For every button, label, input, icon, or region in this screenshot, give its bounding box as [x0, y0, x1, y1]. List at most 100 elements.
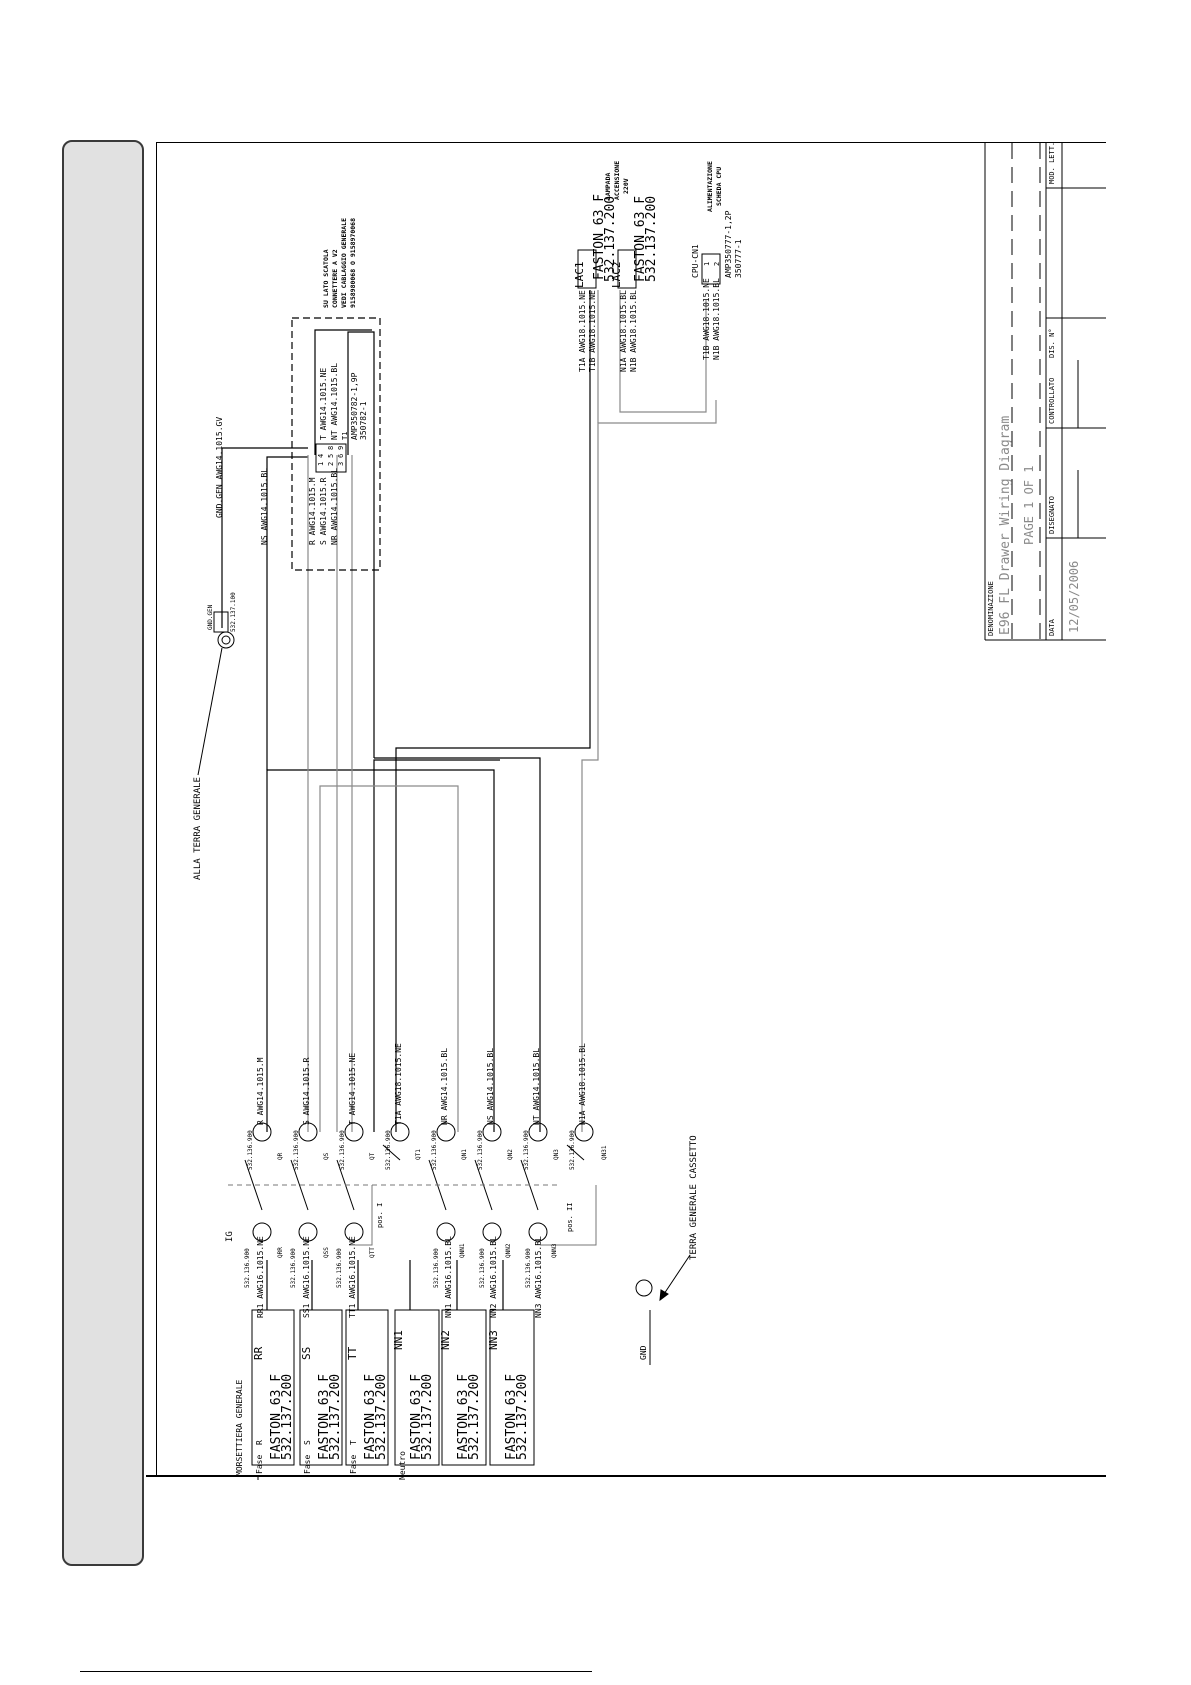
cpu-caption: ALIMENTAZIONE SCHEDA CPU	[706, 161, 723, 212]
terminal-to-switch-wires	[266, 1260, 504, 1310]
switch-tag: QNN3	[551, 1243, 558, 1258]
note-line: SU LATO SCATOLA	[322, 249, 330, 308]
terminal-model: FASTON 63 F	[504, 1374, 519, 1460]
cpu-tag: CPU-CN1	[691, 244, 700, 278]
switch-label: IG	[225, 1231, 235, 1242]
terminal-code: 532.137.200	[515, 1374, 530, 1460]
conn-wire-t: T AWG14.1015.NE	[319, 368, 328, 440]
switch-tag: QSS	[323, 1247, 330, 1258]
wire-label-n1a: N1A AWG18.1015.BL	[578, 1043, 587, 1125]
date-value: 12/05/2006	[1067, 561, 1081, 633]
conn-wire-s: S AWG14.1015.R	[319, 477, 328, 545]
caption-line: SCHEDA CPU	[715, 167, 723, 206]
switch-tag: QNN2	[505, 1243, 512, 1258]
general-ground-label: ALLA TERRA GENERALE	[193, 777, 203, 880]
ns-wire-label: NS AWG14.1015.BL	[260, 468, 269, 545]
wire-label-nr: NR AWG14.1015.BL	[440, 1048, 449, 1125]
cpu-wire-n1b: N1B AWG18.1015.BL	[712, 278, 721, 360]
lamp-wire-n1b: N1B AWG18.1015.BL	[629, 290, 638, 372]
switch-tag: QTT	[369, 1247, 376, 1258]
terminal-tag: TT	[346, 1346, 359, 1360]
mod-lett-label: MOD. LETT.	[1048, 142, 1056, 184]
switch-tag: QN31	[601, 1145, 608, 1160]
general-ground-symbol	[197, 611, 235, 776]
note-line: CONNETTERE A V2	[331, 249, 339, 308]
drawing-title: E96 FL Drawer Wiring Diagram	[998, 416, 1013, 635]
page-number: PAGE 1 OF 1	[1022, 466, 1036, 545]
conn-pins-5: 5	[327, 454, 335, 458]
caption-line: ACCENSIONE	[613, 161, 621, 200]
frame-bottom-border	[146, 1475, 1106, 1477]
cpu-part: AMP350777-1,2P	[724, 210, 733, 278]
wire-label-tt1: TT1 AWG16.1015.NE	[348, 1236, 357, 1318]
terminal-code: 532.137.200	[328, 1374, 343, 1460]
terminal-model: FASTON 63 F	[363, 1374, 378, 1460]
switch-tag: QN1	[461, 1149, 468, 1160]
conn-pins-1: 1	[317, 462, 325, 466]
wire-label-nn3: NN3 AWG16.1015.BL	[534, 1236, 543, 1318]
caption-line: 220V	[622, 178, 630, 194]
wire-label-ns: NS AWG14.1015.BL	[486, 1048, 495, 1125]
neutral-label: Neutro	[398, 1451, 407, 1480]
terminal-model: FASTON 63 F	[317, 1374, 332, 1460]
switch-tag: QN3	[553, 1149, 560, 1160]
lamp-code-1: 532.137.200	[603, 196, 618, 282]
footer-rule	[80, 1671, 592, 1672]
pos-1-label: pos. I	[376, 1203, 384, 1228]
gnd-gen-wire: GND.GEN AWG14.1015.GV	[215, 417, 224, 518]
phase-label: Fase	[255, 1455, 264, 1474]
conn-wire-r: R AWG14.1015.M	[308, 477, 317, 545]
switch-right-codes: 532.136.900 532.136.900 532.136.900 532.…	[247, 1130, 576, 1170]
connector-code: 532.136.900	[569, 1130, 576, 1170]
wire-label-s: S AWG14.1015.R	[302, 1057, 311, 1125]
switch-tag: QT	[369, 1152, 376, 1160]
controllato-label: CONTROLLATO	[1048, 378, 1056, 424]
terminal-code: 532.137.200	[467, 1374, 482, 1460]
drawer-ground-label: TERRA GENERALE CASSETTO	[689, 1135, 699, 1260]
lamp-model-2: FASTON 63 F	[633, 196, 648, 282]
switch-tag: QS	[323, 1152, 330, 1160]
switch-left-codes: 532.136.900 532.136.900 532.136.900 532.…	[244, 1248, 532, 1288]
note-line: VEDI CABLAGGIO GENERALE	[340, 218, 348, 308]
dis-label: DIS. N°	[1048, 328, 1056, 358]
phase-s-terminal: Fase S SS FASTON 63 F 532.137.200	[300, 1347, 343, 1474]
connector-code: 532.136.900	[431, 1130, 438, 1170]
lamp-wire-n1a: N1A AWG18.1015.BL	[619, 290, 628, 372]
connector-code: 532.136.900	[477, 1130, 484, 1170]
connector-code: 532.136.900	[290, 1248, 297, 1288]
wire-label-r: R AWG14.1015.M	[256, 1057, 265, 1125]
terminal-model: FASTON 63 F	[269, 1374, 284, 1460]
connector-code: 532.136.900	[339, 1130, 346, 1170]
wire-label-nn2: NN2 AWG16.1015.BL	[489, 1236, 498, 1318]
connector-code: 532.136.900	[244, 1248, 251, 1288]
connector-code: 532.136.900	[433, 1248, 440, 1288]
phase-letter: T	[349, 1440, 358, 1445]
terminal-tag: RR	[252, 1346, 265, 1360]
phase-t-terminal: Fase T TT FASTON 63 F 532.137.200	[346, 1346, 389, 1474]
conn-part-2: 350782-1	[359, 401, 368, 440]
switch-left-tags: QRR QSS QTT QNN1 QNN2 QNN3	[277, 1243, 558, 1258]
terminal-code: 532.137.200	[280, 1374, 295, 1460]
disegnato-label: DISEGNATO	[1048, 496, 1056, 534]
wire-label-nt: NT AWG14.1015.BL	[532, 1048, 541, 1125]
phase-label: Fase	[349, 1455, 358, 1474]
phase-letter: S	[303, 1440, 312, 1445]
data-label: DATA	[1048, 618, 1056, 636]
conn-pins-8: 8	[327, 446, 335, 450]
connector-code: 532.136.900	[479, 1248, 486, 1288]
main-connector-body	[315, 443, 347, 473]
connector-code: 532.136.900	[293, 1130, 300, 1170]
wire-label-t: T AWG14.1015.NE	[348, 1053, 357, 1125]
caption-line: LAMPADA	[604, 173, 612, 200]
lamp-wire-t1b: T1B AWG18.1015.NE	[588, 290, 597, 372]
ground-symbol	[635, 1254, 691, 1365]
connector-code: 532.136.900	[525, 1248, 532, 1288]
note-line: 9158980068 O 9158970068	[349, 218, 357, 308]
terminal-tag: NN1	[392, 1330, 405, 1350]
connector-code: 532.136.900	[523, 1130, 530, 1170]
wire-runs	[221, 290, 717, 1132]
terminal-tag: SS	[300, 1347, 313, 1360]
phase-r-terminal: Fase R RR FASTON 63 F 532.137.200	[252, 1346, 295, 1474]
frame-top-border	[156, 142, 1106, 143]
